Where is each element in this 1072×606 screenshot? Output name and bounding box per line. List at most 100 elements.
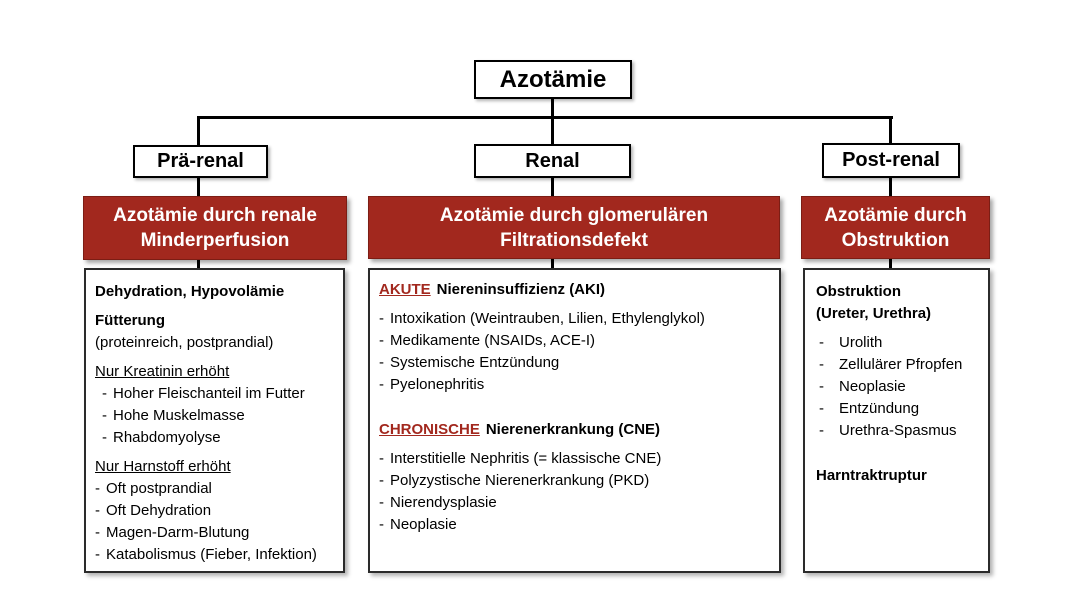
detail-bullet-item: -Urethra-Spasmus	[816, 420, 984, 442]
detail-bullet-item: -Rhabdomyolyse	[95, 427, 339, 449]
detail-text: Oft postprandial	[106, 480, 212, 497]
detail-text: Rhabdomyolyse	[113, 429, 221, 446]
category-label: Prä-renal	[157, 150, 244, 172]
detail-text: Medikamente (NSAIDs, ACE-I)	[390, 332, 596, 349]
detail-text: Hoher Fleischanteil im Futter	[113, 385, 305, 402]
detail-text: Polyzystische Nierenerkrankung (PKD)	[390, 472, 650, 489]
detail-bullet-item: -Intoxikation (Weintrauben, Lilien, Ethy…	[379, 308, 775, 330]
mechanism-header-line: Minderperfusion	[140, 230, 290, 251]
detail-text: Interstitielle Nephritis (= klassische C…	[390, 450, 662, 467]
connector-line	[551, 177, 554, 198]
bullet-dash: -	[379, 516, 384, 533]
detail-heading: Obstruktion	[816, 281, 984, 303]
detail-text: Entzündung	[839, 400, 920, 417]
highlight-keyword: CHRONISCHE	[379, 421, 480, 438]
connector-line	[889, 257, 892, 269]
connector-line	[889, 116, 892, 145]
detail-text: Katabolismus (Fieber, Infektion)	[106, 546, 317, 563]
detail-bullet-item: -Oft Dehydration	[95, 500, 339, 522]
detail-heading: Dehydration, Hypovolämie	[95, 281, 339, 303]
mechanism-header-line: Azotämie durch	[824, 204, 967, 226]
mechanism-header-renal: Azotämie durch glomerulären Filtrationsd…	[368, 196, 780, 259]
mechanism-header-line: Azotämie durch renale	[113, 205, 317, 226]
bullet-dash: -	[379, 354, 384, 371]
mechanism-header-post-renal: Azotämie durch Obstruktion	[801, 196, 990, 259]
bullet-dash: -	[95, 502, 100, 519]
category-node-pre-renal: Prä-renal	[133, 145, 268, 178]
bullet-dash: -	[102, 407, 107, 424]
detail-text: Hohe Muskelmasse	[113, 407, 245, 424]
category-label: Renal	[525, 149, 580, 172]
connector-line	[889, 177, 892, 197]
detail-bullet-item: -Entzündung	[816, 398, 984, 420]
detail-bullet-item: -Pyelonephritis	[379, 374, 775, 396]
detail-text: Niereninsuffizienz (AKI)	[436, 281, 606, 298]
detail-bullet-item: -Urolith	[816, 332, 984, 354]
bullet-dash: -	[379, 494, 384, 511]
detail-bullet-item: -Magen-Darm-Blutung	[95, 522, 339, 544]
connector-line	[197, 116, 200, 147]
connector-line	[551, 116, 554, 146]
bullet-dash: -	[379, 376, 384, 393]
bullet-dash: -	[819, 334, 824, 351]
bullet-dash: -	[819, 400, 824, 417]
bullet-dash: -	[819, 422, 824, 439]
detail-heading: Fütterung	[95, 310, 339, 332]
mechanism-header-pre-renal: Azotämie durch renale Minderperfusion	[83, 196, 347, 260]
mechanism-header-line: Obstruktion	[841, 229, 950, 251]
root-title: Azotämie	[499, 65, 607, 93]
detail-text: Systemische Entzündung	[390, 354, 560, 371]
mechanism-header-line: Filtrationsdefekt	[500, 229, 648, 251]
detail-bullet-item: -Systemische Entzündung	[379, 352, 775, 374]
detail-text: Magen-Darm-Blutung	[106, 524, 250, 541]
bullet-dash: -	[819, 356, 824, 373]
connector-line	[551, 98, 554, 118]
detail-bullet-item: -Medikamente (NSAIDs, ACE-I)	[379, 330, 775, 352]
detail-bullet-item: -Nierendysplasie	[379, 492, 775, 514]
bullet-dash: -	[95, 524, 100, 541]
detail-bullet-item: -Hohe Muskelmasse	[95, 405, 339, 427]
detail-text: Intoxikation (Weintrauben, Lilien, Ethyl…	[390, 310, 705, 327]
detail-text: Dehydration, Hypovolämie	[95, 283, 285, 300]
detail-text: Zellulärer Pfropfen	[839, 356, 963, 373]
detail-bullet-item: -Zellulärer Pfropfen	[816, 354, 984, 376]
category-node-renal: Renal	[474, 144, 631, 178]
detail-text: Harntraktruptur	[816, 467, 927, 484]
detail-heading: Nur Harnstoff erhöht	[95, 456, 339, 478]
detail-text: Obstruktion	[816, 283, 901, 300]
detail-text: Urethra-Spasmus	[839, 422, 957, 439]
bullet-dash: -	[819, 378, 824, 395]
connector-line	[197, 116, 893, 119]
detail-text: Fütterung	[95, 312, 165, 329]
bullet-dash: -	[379, 450, 384, 467]
detail-bullet-item: -Interstitielle Nephritis (= klassische …	[379, 448, 775, 470]
bullet-dash: -	[102, 429, 107, 446]
bullet-dash: -	[379, 310, 384, 327]
detail-bullet-item: -Hoher Fleischanteil im Futter	[95, 383, 339, 405]
detail-text: Nierendysplasie	[390, 494, 497, 511]
detail-text: Nur Kreatinin erhöht	[95, 363, 230, 380]
connector-line	[551, 257, 554, 269]
connector-line	[197, 177, 200, 197]
bullet-dash: -	[95, 546, 100, 563]
detail-bullet-item: -Neoplasie	[816, 376, 984, 398]
bullet-dash: -	[379, 332, 384, 349]
detail-text: Neoplasie	[390, 516, 457, 533]
detail-text: (Ureter, Urethra)	[816, 305, 932, 322]
category-node-post-renal: Post-renal	[822, 143, 960, 178]
root-node-azotaemie: Azotämie	[474, 60, 632, 99]
connector-line	[197, 258, 200, 269]
detail-bullet-item: -Polyzystische Nierenerkrankung (PKD)	[379, 470, 775, 492]
detail-text: Nierenerkrankung (CNE)	[485, 421, 661, 438]
detail-text: Nur Harnstoff erhöht	[95, 458, 231, 475]
bullet-dash: -	[102, 385, 107, 402]
bullet-dash: -	[379, 472, 384, 489]
detail-text: Oft Dehydration	[106, 502, 212, 519]
detail-text: Urolith	[839, 334, 883, 351]
